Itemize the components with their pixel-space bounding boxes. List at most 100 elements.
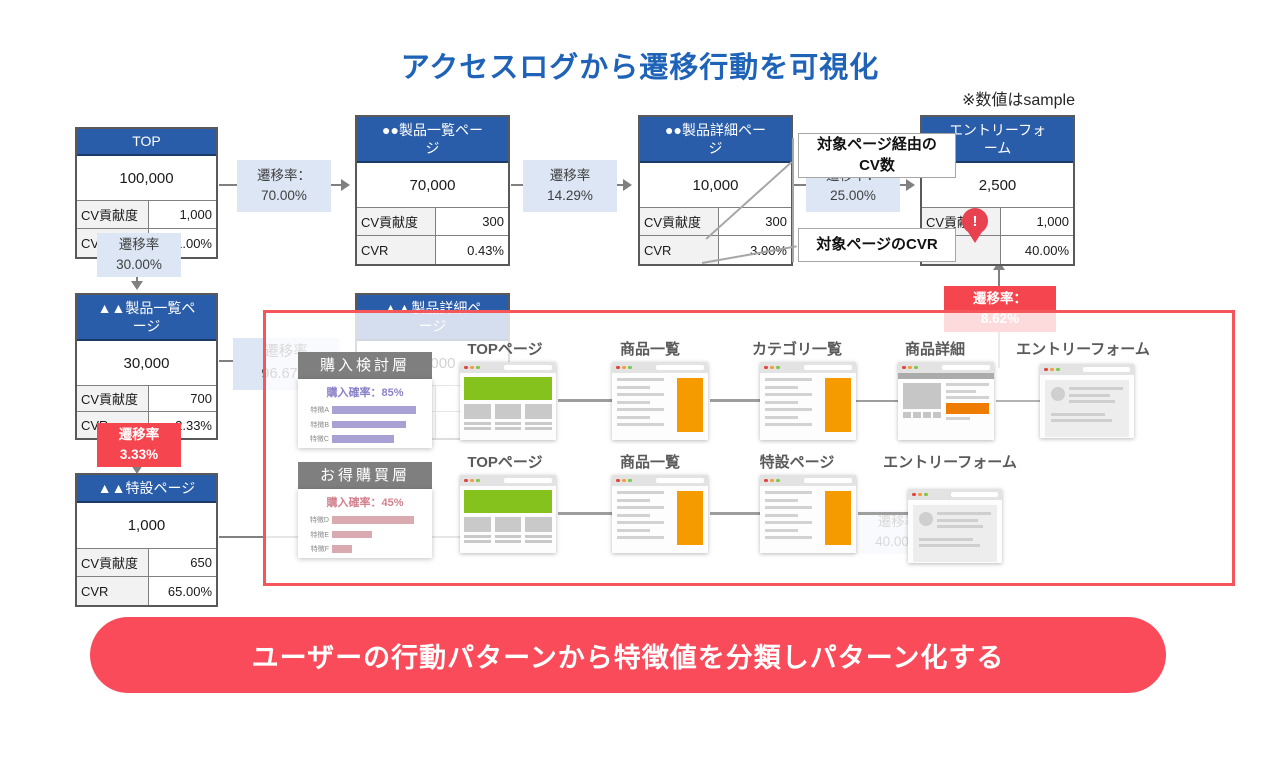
list-content <box>765 491 851 545</box>
feature-bar <box>332 516 414 524</box>
journey2-step4-label: エントリーフォーム <box>883 454 1017 471</box>
summary-banner: ユーザーの行動パターンから特徴値を分類しパターン化する <box>90 617 1166 693</box>
feature-label: 特徴C <box>309 436 329 443</box>
feature-bar-row: 特徴F <box>304 544 426 554</box>
callout-cvr: 対象ページのCVR <box>798 228 956 262</box>
page-title: アクセスログから遷移行動を可視化 <box>400 52 880 84</box>
transition-rate-value: 3.33% <box>119 447 159 462</box>
table-header: ●●製品詳細ページ <box>640 117 791 163</box>
feature-label: 特徴B <box>310 421 329 429</box>
cluster2-panel: 購入確率：45% 特徴D 特徴E 特徴F <box>298 489 432 558</box>
feature-bar <box>332 545 352 553</box>
table-header: ▲▲製品一覧ページ <box>77 295 216 341</box>
thumb-category-list <box>760 362 856 440</box>
cv-label: CV貢献度 <box>77 386 150 411</box>
sidebar-block <box>677 491 703 545</box>
transition-label-3-red: 遷移率 3.33% <box>97 423 181 467</box>
cvr-label: CVR <box>640 236 719 264</box>
table-header: ▲▲特設ページ <box>77 475 216 503</box>
transition-label-70: 遷移率： 70.00% <box>237 160 331 212</box>
sample-note: ※数値はsample <box>962 92 1075 109</box>
cluster1-title: 購入検討層 <box>298 352 432 379</box>
journey2-step2-label: 商品一覧 <box>619 454 680 471</box>
cv-label: CV貢献度 <box>77 201 150 228</box>
feature-bar <box>332 406 416 414</box>
journey2-step3-label: 特設ページ <box>759 454 835 471</box>
journey1-step4-label: 商品詳細 <box>904 341 965 358</box>
thumb-item-detail <box>898 362 994 440</box>
visits-value: 2,500 <box>922 163 1073 208</box>
cvr-value: 2.33% <box>175 417 212 433</box>
cv-value: 1,000 <box>1036 214 1069 229</box>
callout-bracket-line <box>792 138 794 262</box>
cluster1-panel: 購入確率：85% 特徴A 特徴B 特徴C <box>298 379 432 448</box>
table-header: TOP <box>77 129 216 156</box>
transition-label-14: 遷移率 14.29% <box>523 160 617 212</box>
feature-bar <box>332 530 372 539</box>
transition-rate-value: 14.29% <box>547 188 593 203</box>
product-image <box>903 383 941 409</box>
transition-rate-caption: 遷移率 <box>118 236 160 252</box>
arrowhead-right-icon <box>623 179 632 191</box>
arrowhead-down-icon <box>131 465 143 474</box>
browser-chrome <box>612 362 708 373</box>
sidebar-block <box>825 378 851 432</box>
cluster2-title: お得購買層 <box>298 462 432 489</box>
callout-text: 対象ページ経由の <box>817 136 937 154</box>
form-content <box>1045 380 1129 437</box>
transition-rate-value: 30.00% <box>116 257 162 272</box>
journey-connector <box>558 399 612 402</box>
feature-bar-row: 特徴D <box>304 515 426 525</box>
cv-value: 300 <box>765 214 787 229</box>
journey-connector <box>710 399 760 402</box>
content-columns <box>464 404 553 432</box>
transition-rate-caption: 遷移率 <box>118 426 160 442</box>
flow-table-detail1: ●●製品詳細ページ 10,000 CV貢献度 300 CVR3.00% <box>638 115 793 266</box>
feature-bar-row: 特徴A <box>304 405 426 415</box>
browser-chrome <box>908 489 1002 500</box>
browser-chrome <box>760 475 856 486</box>
browser-chrome <box>460 475 556 486</box>
cvr-value: 0.43% <box>467 242 504 258</box>
browser-chrome <box>460 362 556 373</box>
thumb-top-page <box>460 475 556 553</box>
transition-rate-caption: 遷移率： <box>973 290 1027 306</box>
journey-connector <box>856 400 898 402</box>
cvr-value: 3.00% <box>719 236 791 264</box>
cv-label: CV貢献度 <box>77 549 150 576</box>
cvr-value: 1.00% <box>175 235 212 251</box>
detail-content <box>903 383 989 420</box>
transition-rate-value: 70.00% <box>261 188 307 203</box>
visits-value: 1,000 <box>77 503 216 549</box>
transition-rate-value: 25.00% <box>830 188 876 203</box>
journey1-step5-label: エントリーフォーム <box>1016 341 1150 358</box>
callout-cv-count: 対象ページ経由の CV数 <box>798 133 956 178</box>
transition-label-30: 遷移率 30.00% <box>97 233 181 277</box>
cv-label: CV貢献度 <box>640 208 719 235</box>
feature-label: 特徴D <box>309 517 329 524</box>
cvr-value: 40.00% <box>1024 242 1069 258</box>
cv-label: CV貢献度 <box>357 208 436 235</box>
transition-rate-caption: 遷移率： <box>257 167 311 183</box>
alert-pin-icon: ! <box>962 208 988 234</box>
cvr-label: CVR <box>77 577 150 605</box>
journey-connector <box>996 400 1040 402</box>
purchase-rate: 購入確率：85% <box>326 387 404 399</box>
feature-label: 特徴E <box>310 531 329 539</box>
transition-rate-caption: 遷移率 <box>549 167 591 183</box>
form-content <box>913 505 997 562</box>
thumb-special-page <box>760 475 856 553</box>
journey-connector <box>858 512 908 515</box>
browser-chrome <box>760 362 856 373</box>
cv-value: 650 <box>190 555 212 570</box>
journey-connector <box>710 512 760 515</box>
cv-value: 1,000 <box>179 207 212 222</box>
browser-chrome <box>612 475 708 486</box>
thumb-item-list <box>612 475 708 553</box>
visits-value: 10,000 <box>640 163 791 208</box>
browser-chrome <box>1040 364 1134 375</box>
list-content <box>765 378 851 432</box>
journey1-step2-label: 商品一覧 <box>619 341 680 358</box>
thumb-entry-form <box>1040 364 1134 438</box>
